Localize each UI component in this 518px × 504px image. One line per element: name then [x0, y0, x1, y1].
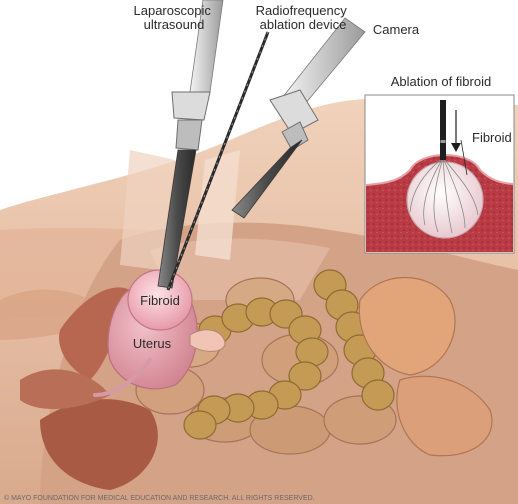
label-inset-fibroid: Fibroid: [472, 130, 512, 145]
label-camera: Camera: [373, 22, 420, 37]
label-rf-ablation-device: Radiofrequency ablation device: [256, 3, 351, 32]
label-fibroid: Fibroid: [140, 293, 180, 308]
inset-panel: [365, 95, 514, 253]
label-uterus: Uterus: [133, 336, 172, 351]
label-inset-title: Ablation of fibroid: [391, 74, 491, 89]
label-laparoscopic-ultrasound: Laparoscopic ultrasound: [134, 3, 215, 32]
copyright-notice: © MAYO FOUNDATION FOR MEDICAL EDUCATION …: [4, 494, 315, 502]
